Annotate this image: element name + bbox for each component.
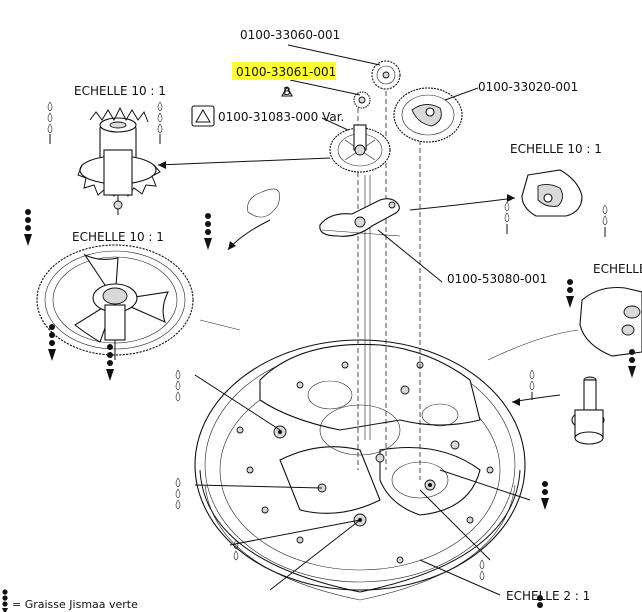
grease-drop-icon [106, 344, 114, 381]
wheel-33020 [393, 87, 463, 143]
detail-mid-left [36, 244, 194, 360]
legend-text: = Graisse Jismaa verte [12, 598, 138, 611]
oil-drop-icon [47, 101, 53, 144]
lever-53080 [319, 198, 401, 237]
wheel-31083 [329, 124, 391, 173]
oil-drop-icon [602, 204, 608, 237]
scale-label-top-left: ECHELLE 10 : 1 [74, 84, 166, 98]
grease-drop-icon [541, 481, 549, 510]
scale-label-mid-left: ECHELLE 10 : 1 [72, 230, 164, 244]
oil-markers [24, 101, 636, 608]
highlight-box [232, 62, 336, 80]
scale-label-bottom-right: ECHELLE 2 : 1 [506, 589, 590, 603]
warning-badge-letter: B [283, 85, 291, 98]
detail-top-right [521, 169, 583, 217]
oil-drop-icon [479, 559, 485, 581]
oil-drop-icon [529, 369, 535, 400]
oil-drop-icon [233, 539, 239, 561]
detail-bottom-right [571, 376, 605, 445]
oil-drop-icon [157, 101, 163, 144]
grease-drop-icon [566, 279, 574, 308]
gear-33060 [371, 60, 401, 90]
oil-drop-icon [504, 201, 510, 234]
warning-triangle-icon [191, 105, 215, 127]
warning-badge: B [281, 85, 293, 98]
pinion-33061 [353, 91, 371, 109]
detail-mid-right [579, 286, 642, 357]
grease-drop-icon [628, 349, 636, 378]
grease-drop-icon [537, 595, 543, 608]
legend: = Graisse Jismaa verte [2, 589, 138, 612]
part-label-53080: 0100-53080-001 [447, 272, 547, 286]
main-plate [194, 339, 526, 601]
oil-drop-icon [175, 369, 181, 402]
leader-lines [157, 44, 579, 596]
oil-drop-icon [175, 477, 181, 510]
scale-label-mid-right: ECHELLE [593, 262, 642, 276]
grease-drop-icon [24, 209, 32, 246]
part-label-33061: 0100-33061-001 [236, 65, 336, 79]
part-label-31083: 0100-31083-000 Var. [218, 110, 344, 124]
grease-drop-icon [204, 213, 212, 250]
part-label-33020: 0100-33020-001 [478, 80, 578, 94]
detail-top-left [77, 106, 161, 215]
grease-drop-icon [48, 324, 56, 361]
part-label-33060: 0100-33060-001 [240, 28, 340, 42]
grease-drop-icon [2, 589, 8, 612]
scale-label-top-right: ECHELLE 10 : 1 [510, 142, 602, 156]
